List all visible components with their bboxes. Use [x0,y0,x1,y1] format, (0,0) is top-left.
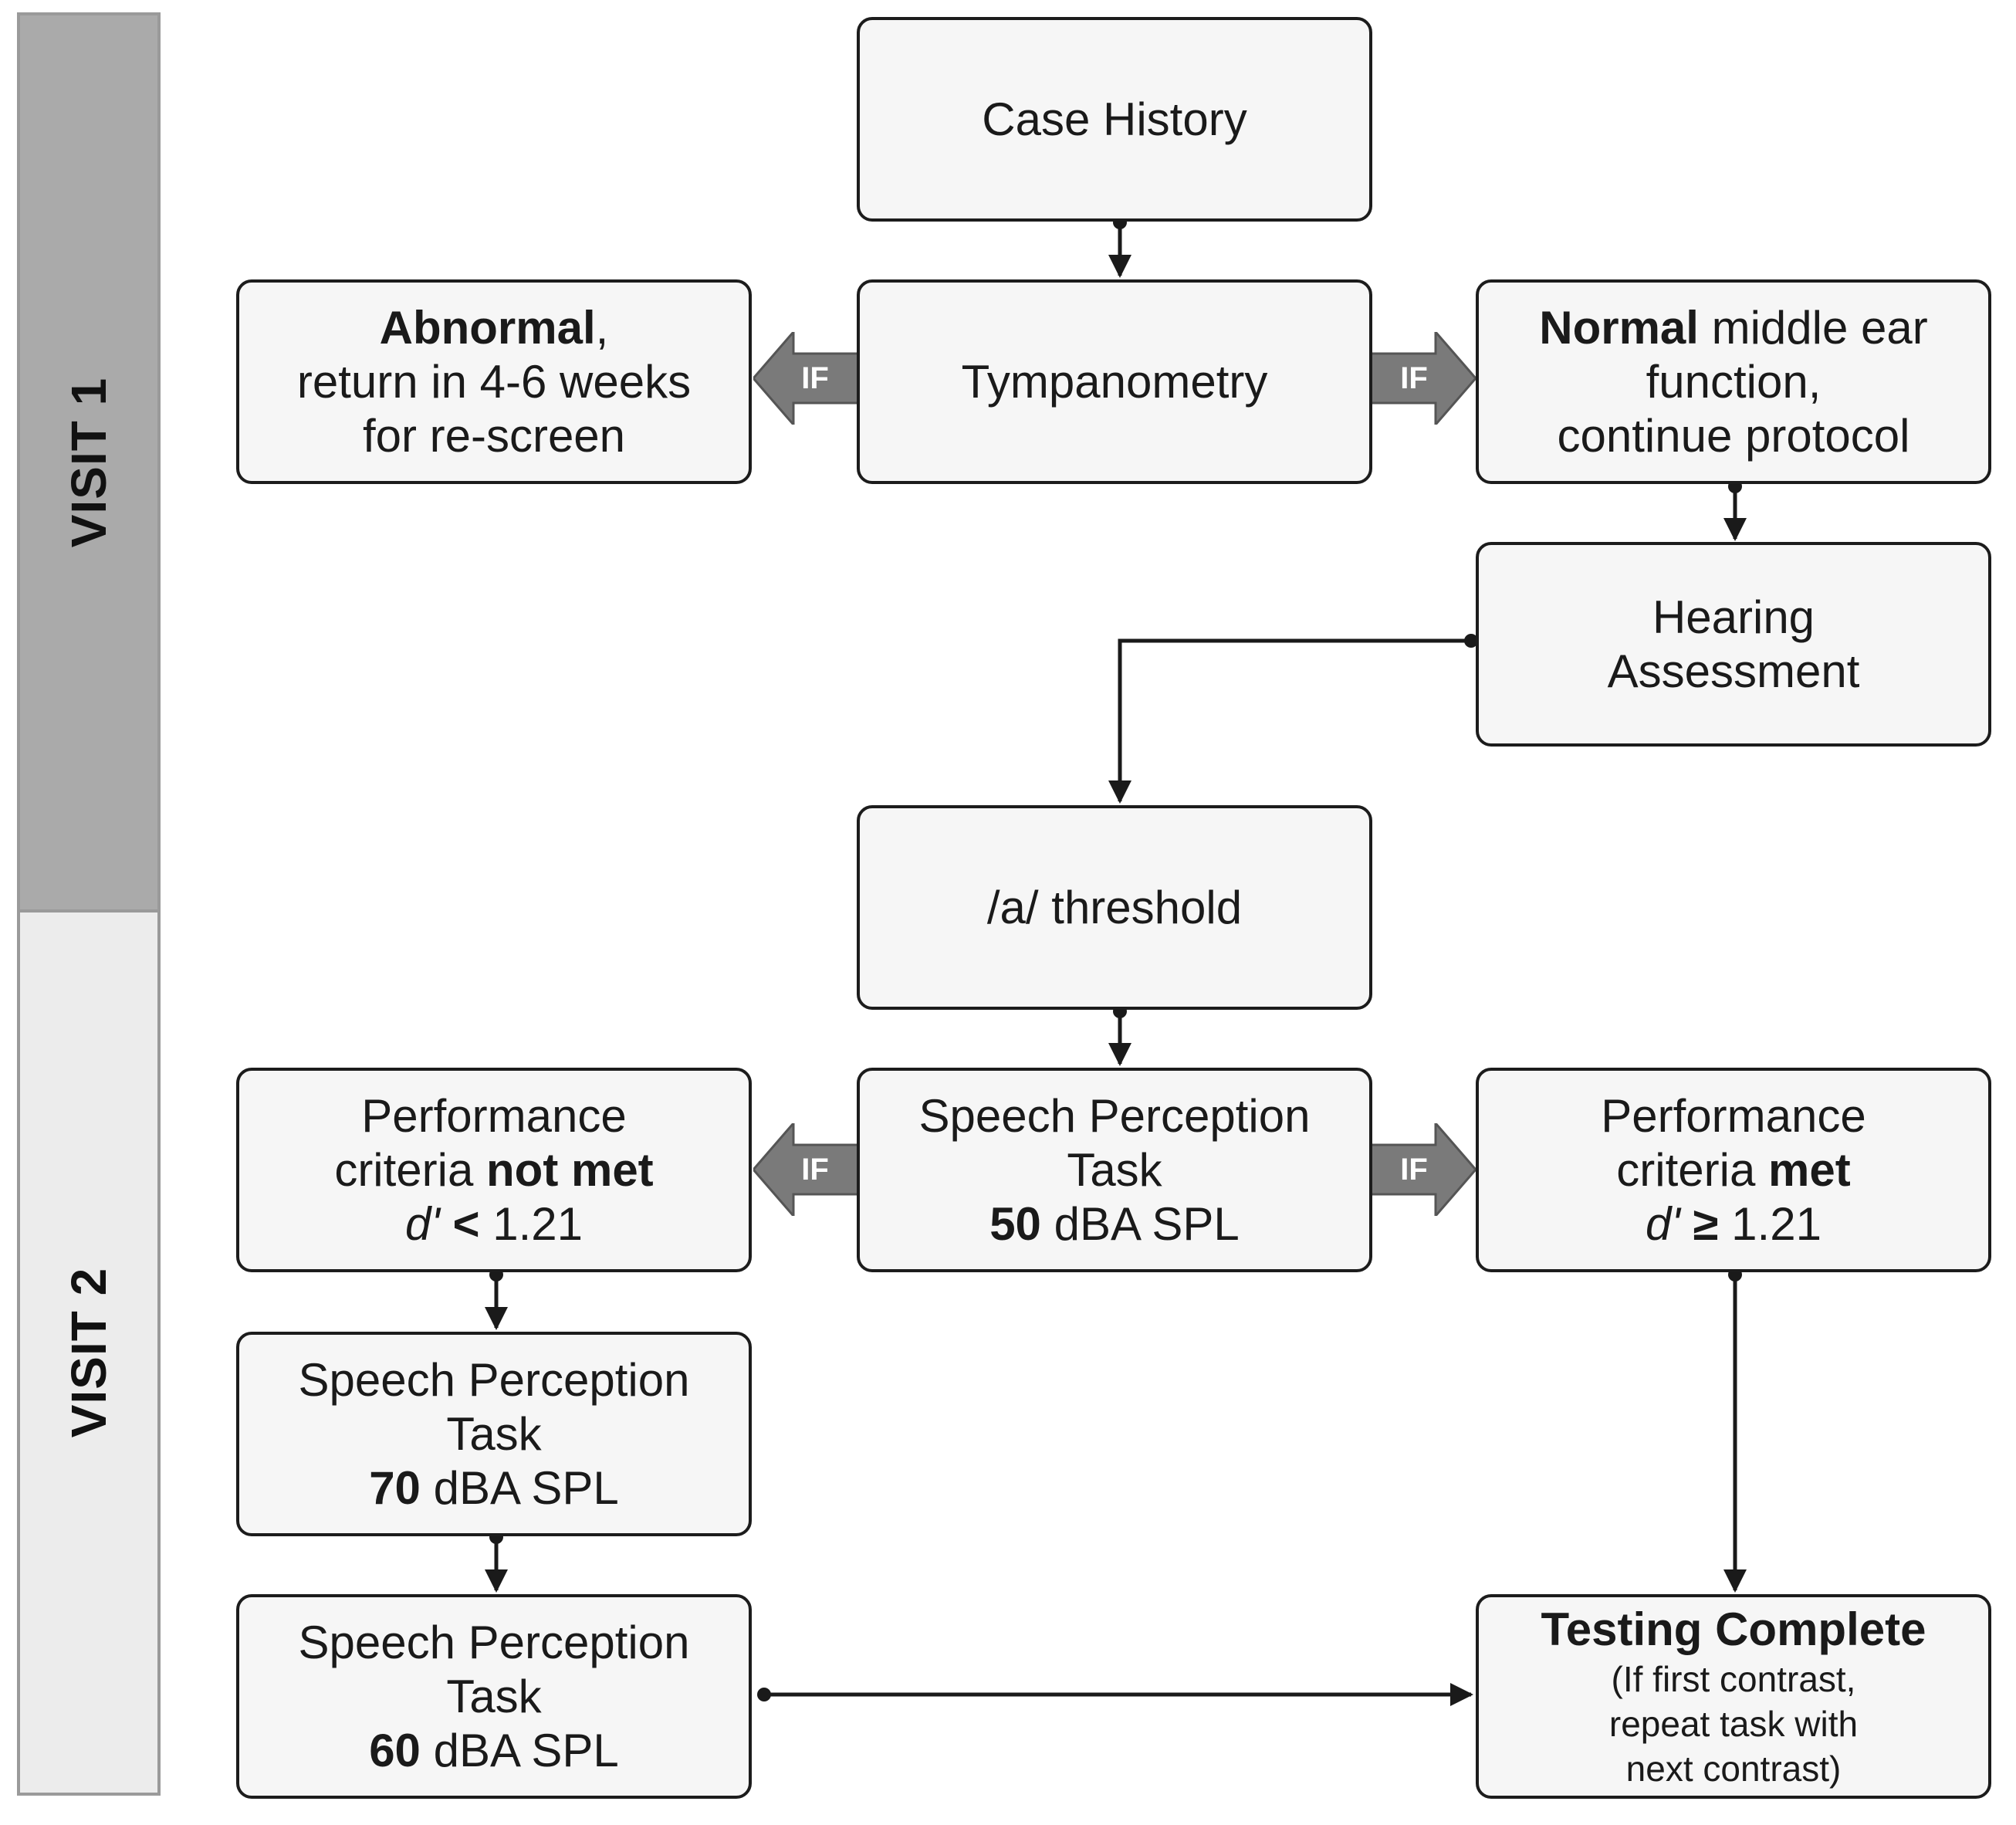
speech-task-50-level: 50 [989,1197,1041,1250]
if-label: IF [801,361,829,395]
speech-task-50-box: Speech Perception Task 50 dBA SPL [857,1068,1372,1272]
speech-task-50-line-3: 50 dBA SPL [989,1197,1240,1251]
normal-rest: middle ear [1698,301,1928,354]
a-threshold-text: /a/ threshold [986,881,1243,933]
testing-complete-bold: Testing Complete [1541,1603,1926,1655]
visit-1-band: VISIT 1 [17,12,161,909]
speech-task-60-line-1: Speech Perception [298,1616,690,1668]
speech-task-70-box: Speech Perception Task 70 dBA SPL [236,1332,752,1536]
speech-task-60-box: Speech Perception Task 60 dBA SPL [236,1594,752,1799]
speech-task-60-unit: dBA SPL [420,1724,619,1776]
testing-complete-line-4: next contrast) [1625,1748,1842,1789]
met-line-2: criteria met [1616,1143,1850,1197]
if-arrow-to-met: IF [1369,1119,1477,1220]
met-line-3: d' ≥ 1.21 [1646,1197,1822,1251]
not-met-prefix: criteria [334,1143,487,1196]
tympanometry-text: Tympanometry [961,355,1268,408]
normal-line-3: continue protocol [1557,409,1910,462]
met-line-1: Performance [1601,1089,1866,1142]
not-met-value: 1.21 [492,1197,583,1250]
met-operator: ≥ [1679,1197,1732,1250]
a-threshold-box: /a/ threshold [857,805,1372,1010]
testing-complete-line-2: (If first contrast, [1611,1658,1856,1699]
not-met-bold: not met [486,1143,654,1196]
if-label: IF [801,1152,829,1187]
case-history-text: Case History [982,93,1247,145]
met-d-prime: d' [1646,1197,1680,1250]
hearing-assessment-line-1: Hearing [1652,591,1815,643]
met-prefix: criteria [1616,1143,1768,1196]
speech-task-50-line-1: Speech Perception [918,1089,1311,1142]
tympanometry-box: Tympanometry [857,279,1372,484]
speech-task-70-line-3: 70 dBA SPL [369,1461,619,1515]
normal-line-1: Normal middle ear [1539,301,1928,355]
speech-task-70-line-2: Task [446,1407,542,1460]
if-arrow-to-abnormal: IF [752,328,860,428]
testing-complete-title: Testing Complete [1541,1603,1926,1657]
normal-bold: Normal [1539,301,1699,354]
abnormal-line-2: return in 4-6 weeks [296,355,692,408]
speech-task-70-level: 70 [369,1461,421,1514]
connector-dot [1464,634,1478,648]
not-met-operator: < [439,1197,493,1250]
abnormal-bold: Abnormal [379,301,596,354]
speech-task-60-line-3: 60 dBA SPL [369,1724,619,1778]
hearing-assessment-box: Hearing Assessment [1476,542,1991,747]
speech-task-50-line-2: Task [1067,1143,1162,1196]
criteria-met-box: Performance criteria met d' ≥ 1.21 [1476,1068,1991,1272]
met-bold: met [1768,1143,1851,1196]
speech-task-60-level: 60 [369,1724,421,1776]
not-met-line-3: d' < 1.21 [405,1197,583,1251]
met-value: 1.21 [1731,1197,1822,1250]
speech-task-70-line-1: Speech Perception [298,1353,690,1406]
normal-box: Normal middle ear function, continue pro… [1476,279,1991,484]
hearing-assessment-line-2: Assessment [1607,645,1860,697]
abnormal-line-3: for re-screen [362,409,626,462]
criteria-not-met-box: Performance criteria not met d' < 1.21 [236,1068,752,1272]
connector-hearing-to-threshold [1108,638,1471,804]
abnormal-line-1: Abnormal, [380,301,609,355]
visit-2-band: VISIT 2 [17,909,161,1796]
not-met-line-1: Performance [361,1089,627,1142]
testing-complete-line-3: repeat task with [1608,1703,1859,1744]
if-arrow-to-not-met: IF [752,1119,860,1220]
abnormal-box: Abnormal, return in 4-6 weeks for re-scr… [236,279,752,484]
not-met-d-prime: d' [405,1197,440,1250]
testing-complete-box: Testing Complete (If first contrast, rep… [1476,1594,1991,1799]
case-history-box: Case History [857,17,1372,222]
speech-task-60-line-2: Task [446,1670,542,1722]
if-arrow-to-normal: IF [1369,328,1477,428]
not-met-line-2: criteria not met [334,1143,653,1197]
if-label: IF [1400,361,1428,395]
abnormal-comma: , [595,301,609,354]
speech-task-50-unit: dBA SPL [1040,1197,1240,1250]
normal-line-2: function, [1646,355,1822,408]
speech-task-70-unit: dBA SPL [420,1461,619,1514]
connector-dot [757,1688,771,1701]
if-label: IF [1400,1152,1428,1187]
